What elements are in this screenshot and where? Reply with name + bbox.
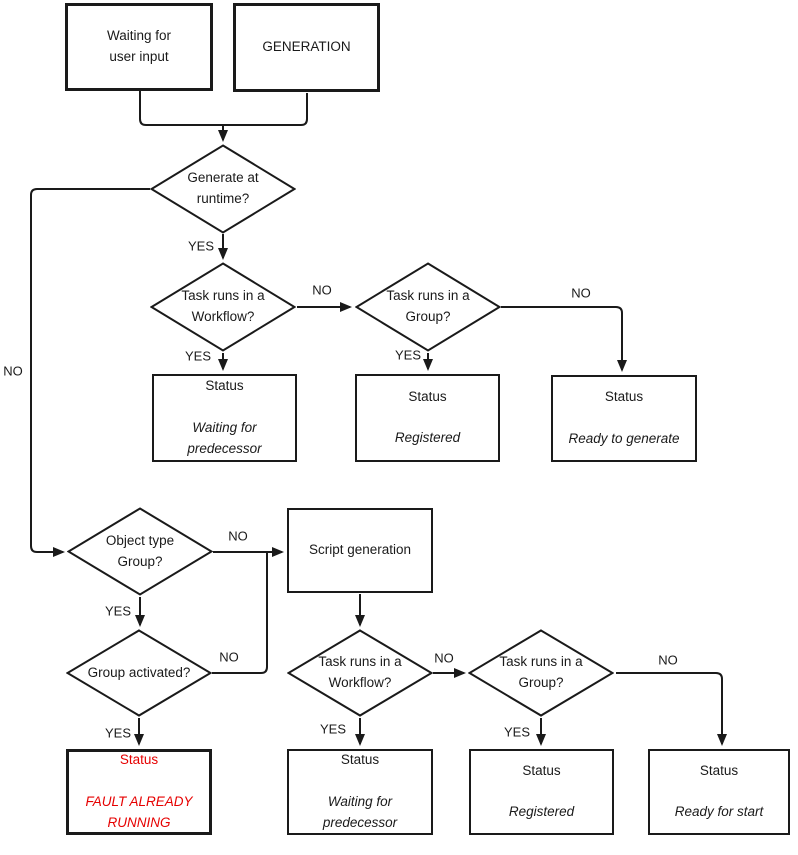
status-text: Status Waiting for predecessor [323, 729, 397, 855]
status-label: Status [119, 752, 159, 768]
process-label: GENERATION [262, 39, 351, 55]
edge-label-no-group-bottom: NO [658, 652, 678, 668]
process-generation: GENERATION [233, 3, 380, 92]
status-label: Status [604, 389, 644, 405]
status-box-waiting-predecessor-bottom: Status Waiting for predecessor [287, 749, 433, 835]
decision-task-runs-workflow-bottom: Task runs in a Workflow? [287, 629, 433, 717]
decision-label: Task runs in a Group? [499, 654, 583, 690]
decision-label: Group activated? [87, 664, 191, 680]
edge-label-yes-group-top: YES [394, 347, 422, 363]
status-text: Status Registered [509, 740, 574, 845]
decision-generate-at-runtime: Generate at runtime? [150, 144, 296, 234]
process-label: Script generation [308, 542, 412, 558]
edge-label-no-runtime: NO [3, 363, 23, 379]
diamond-shape [152, 264, 295, 351]
status-label: Status [699, 762, 739, 778]
status-text: Status Ready for start [675, 740, 764, 845]
decision-object-type-group: Object type Group? [67, 507, 213, 596]
status-text: Status FAULT ALREADY RUNNING [85, 729, 192, 855]
status-label: Status [205, 378, 244, 394]
edge-label-no-workflow-bottom: NO [434, 650, 454, 666]
edge-label-yes-workflow-bottom: YES [319, 721, 347, 737]
edge-label-no-workflow-top: NO [312, 282, 332, 298]
status-box-ready-to-generate: Status Ready to generate [551, 375, 697, 462]
edge-label-no-object-type: NO [228, 528, 248, 544]
status-value: Waiting for predecessor [187, 420, 262, 456]
process-script-generation: Script generation [287, 508, 433, 593]
status-value: Ready for start [674, 804, 764, 820]
decision-label: Object type Group? [105, 532, 175, 569]
edge-label-no-group-top: NO [571, 285, 591, 301]
status-box-registered-bottom: Status Registered [469, 749, 614, 835]
edge-runtime-no-left [30, 188, 150, 557]
edge-start-merge [139, 91, 308, 126]
edge-label-yes-workflow-top: YES [184, 348, 212, 364]
process-label: Waiting for user input [106, 28, 172, 64]
status-label: Status [408, 388, 447, 404]
status-text: Status Waiting for predecessor [187, 355, 261, 481]
edge-label-no-group-activated: NO [219, 649, 239, 665]
status-box-ready-for-start: Status Ready for start [648, 749, 790, 835]
decision-label: Task runs in a Workflow? [318, 654, 402, 690]
edge-group2-no [616, 672, 727, 746]
decision-label: Task runs in a Group? [386, 288, 470, 324]
status-label: Status [522, 762, 561, 778]
status-value: Registered [394, 430, 461, 446]
status-value: Waiting for predecessor [322, 794, 398, 830]
status-value: Ready to generate [568, 430, 680, 446]
diamond-shape [68, 630, 211, 715]
decision-task-runs-workflow-top: Task runs in a Workflow? [150, 262, 296, 352]
diamond-shape [69, 508, 212, 594]
decision-group-activated: Group activated? [66, 629, 212, 717]
process-waiting-user-input: Waiting for user input [65, 3, 213, 91]
status-value: FAULT ALREADY RUNNING [85, 794, 193, 830]
status-value: Registered [508, 804, 575, 820]
edge-groupactivated-no-merge [212, 553, 268, 674]
decision-task-runs-group-bottom: Task runs in a Group? [468, 629, 614, 717]
status-text: Status Ready to generate [568, 366, 679, 471]
status-text: Status Registered [395, 366, 460, 471]
edge-group1-no [501, 306, 627, 372]
edge-label-yes-runtime: YES [187, 238, 215, 254]
status-label: Status [340, 752, 380, 768]
edge-label-yes-object-type: YES [104, 603, 132, 619]
decision-label: Generate at runtime? [187, 170, 259, 206]
diamond-shape [289, 630, 432, 715]
decision-task-runs-group-top: Task runs in a Group? [355, 262, 501, 352]
status-box-waiting-predecessor-top: Status Waiting for predecessor [152, 374, 297, 462]
status-box-registered-top: Status Registered [355, 374, 500, 462]
decision-label: Task runs in a Workflow? [181, 288, 265, 324]
diamond-shape [470, 630, 613, 715]
edge-label-yes-group-activated: YES [104, 725, 132, 741]
edge-label-yes-group-bottom: YES [503, 724, 531, 740]
diamond-shape [357, 264, 500, 351]
diamond-shape [152, 146, 295, 233]
status-box-fault-already-running: Status FAULT ALREADY RUNNING [66, 749, 212, 835]
